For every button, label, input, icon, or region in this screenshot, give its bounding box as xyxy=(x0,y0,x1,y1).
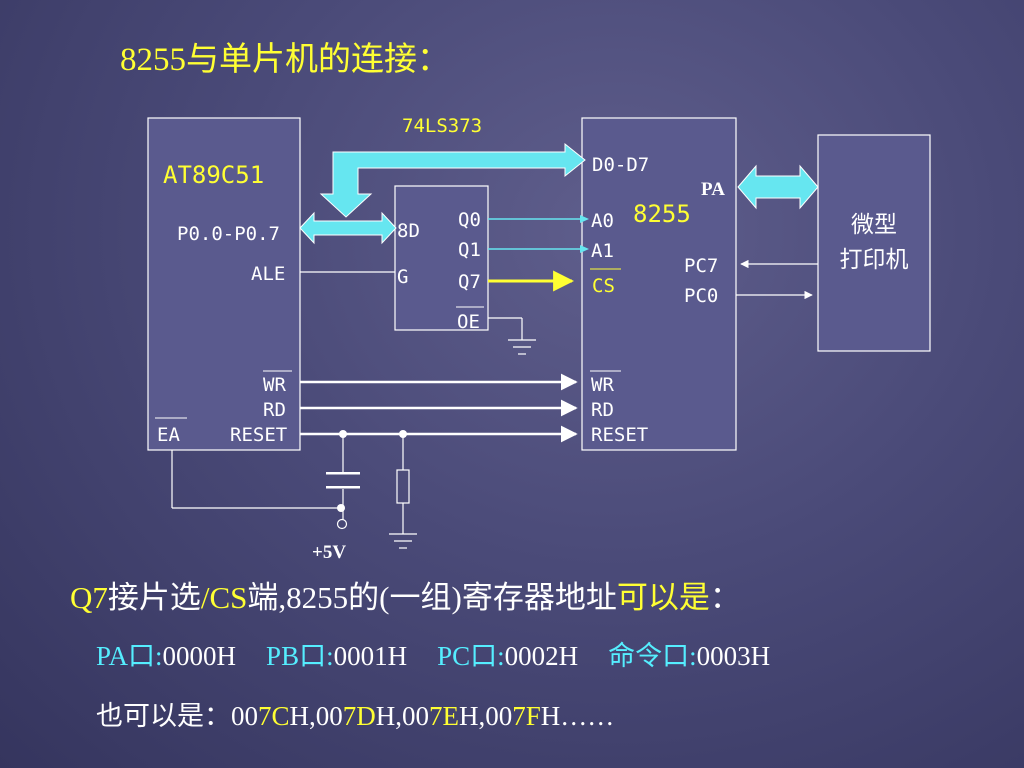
mcu-ea-label: EA xyxy=(157,424,180,446)
address-list: PA口:0000H PB口:0001H PC口:0002H 命令口:0003H xyxy=(96,634,770,673)
ppi-pc0-label: PC0 xyxy=(684,285,718,307)
ppi-cs-label: CS xyxy=(592,275,615,297)
latch-q0-label: Q0 xyxy=(458,209,481,231)
address-pc: PC口:0002H xyxy=(437,641,579,671)
latch-chip-label: 74LS373 xyxy=(402,115,482,137)
statement-mid2: 端,8255的(一组)寄存器地址 xyxy=(247,580,617,615)
junction-dot-res xyxy=(399,430,407,438)
q0-a0-arrowhead xyxy=(580,215,589,223)
mcu-reset-label: RESET xyxy=(230,424,287,446)
ppi-pc7-label: PC7 xyxy=(684,255,718,277)
alt-item: 007DH, xyxy=(315,701,403,731)
supply-junction-dot xyxy=(337,504,345,512)
supply-terminal xyxy=(336,518,348,530)
ppi-wr-label: WR xyxy=(591,374,614,396)
latch-input-label: 8D xyxy=(397,220,420,242)
capacitor-plate-bottom xyxy=(326,486,360,489)
address-command: 命令口:0003H xyxy=(608,641,771,671)
alt-item: 007EH, xyxy=(402,701,486,731)
ppi-reset-label: RESET xyxy=(591,424,648,446)
latch-box xyxy=(394,185,489,331)
ppi-a0-label: A0 xyxy=(591,210,614,232)
mcu-rd-label: RD xyxy=(263,399,286,421)
mcu-ale-label: ALE xyxy=(251,263,285,285)
latch-q1-label: Q1 xyxy=(458,239,481,261)
statement-mid1: 接片选 xyxy=(107,580,201,615)
mcu-name: AT89C51 xyxy=(163,161,264,189)
alternative-addresses: 也可以是：007CH,007DH,007EH,007FH…… xyxy=(96,694,614,733)
ppi-box xyxy=(581,117,737,451)
printer-label-line2: 打印机 xyxy=(840,247,909,273)
address-pa: PA口:0000H xyxy=(96,641,237,671)
mcu-port0-label: P0.0-P0.7 xyxy=(177,223,280,245)
pa-bus-arrow xyxy=(737,164,819,210)
q1-a1-arrowhead xyxy=(580,245,589,253)
statement-cs: /CS xyxy=(200,580,248,615)
ppi-a1-label: A1 xyxy=(591,240,614,262)
latch-gate-label: G xyxy=(397,266,408,288)
printer-label-line1: 微型 xyxy=(851,212,897,238)
port0-bus-arrow xyxy=(299,211,397,245)
junction-dot-cap xyxy=(339,430,347,438)
latch-q7-label: Q7 xyxy=(458,271,481,293)
statement-q7: Q7 xyxy=(70,580,108,615)
statement-end: ： xyxy=(709,580,741,615)
alt-item: 007CH, xyxy=(231,701,316,731)
mcu-box xyxy=(147,117,301,451)
supply-label: +5V xyxy=(312,542,346,563)
page-title: 8255与单片机的连接： xyxy=(120,42,450,78)
ppi-name: 8255 xyxy=(633,200,691,228)
ppi-data-bus-label: D0-D7 xyxy=(592,154,649,176)
mcu-wr-label: WR xyxy=(263,374,286,396)
register-statement: Q7接片选/CS端,8255的(一组)寄存器地址可以是： xyxy=(70,572,741,617)
alt-prefix: 也可以是： xyxy=(96,701,231,731)
resistor xyxy=(396,469,410,504)
ppi-pa-label: PA xyxy=(701,179,725,200)
latch-oe-label: OE xyxy=(457,311,480,333)
alt-item: 007FH…… xyxy=(485,701,615,731)
printer-box xyxy=(817,134,931,352)
capacitor-plate-top xyxy=(326,472,360,475)
ppi-rd-label: RD xyxy=(591,399,614,421)
statement-highlight: 可以是 xyxy=(616,580,710,615)
address-pb: PB口:0001H xyxy=(266,641,408,671)
data-bus-arrow xyxy=(319,142,586,218)
